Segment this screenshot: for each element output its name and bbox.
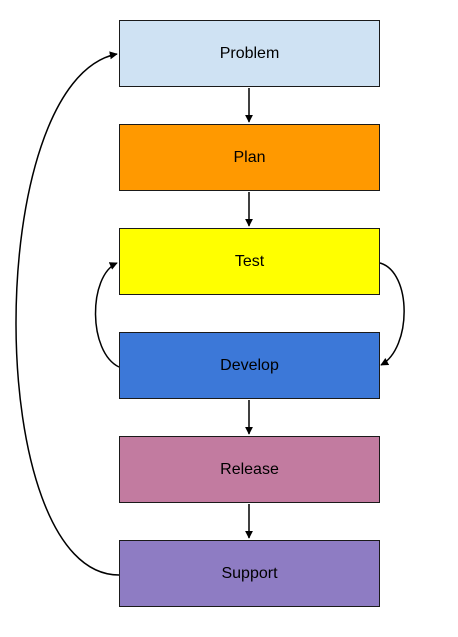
node-develop: Develop [119,332,380,399]
node-test-label: Test [234,252,265,270]
node-problem: Problem [119,20,380,87]
edge-develop-to-test [94,262,120,368]
edge-support-to-problem [15,51,120,576]
node-develop-label: Develop [220,356,279,374]
node-support: Support [119,540,380,607]
node-plan: Plan [119,124,380,191]
node-problem-label: Problem [219,44,280,62]
node-support-label: Support [221,564,278,582]
node-plan-label: Plan [233,148,266,166]
node-release-label: Release [220,460,279,478]
edge-test-to-develop [379,262,405,366]
node-test: Test [119,228,380,295]
node-release: Release [119,436,380,503]
